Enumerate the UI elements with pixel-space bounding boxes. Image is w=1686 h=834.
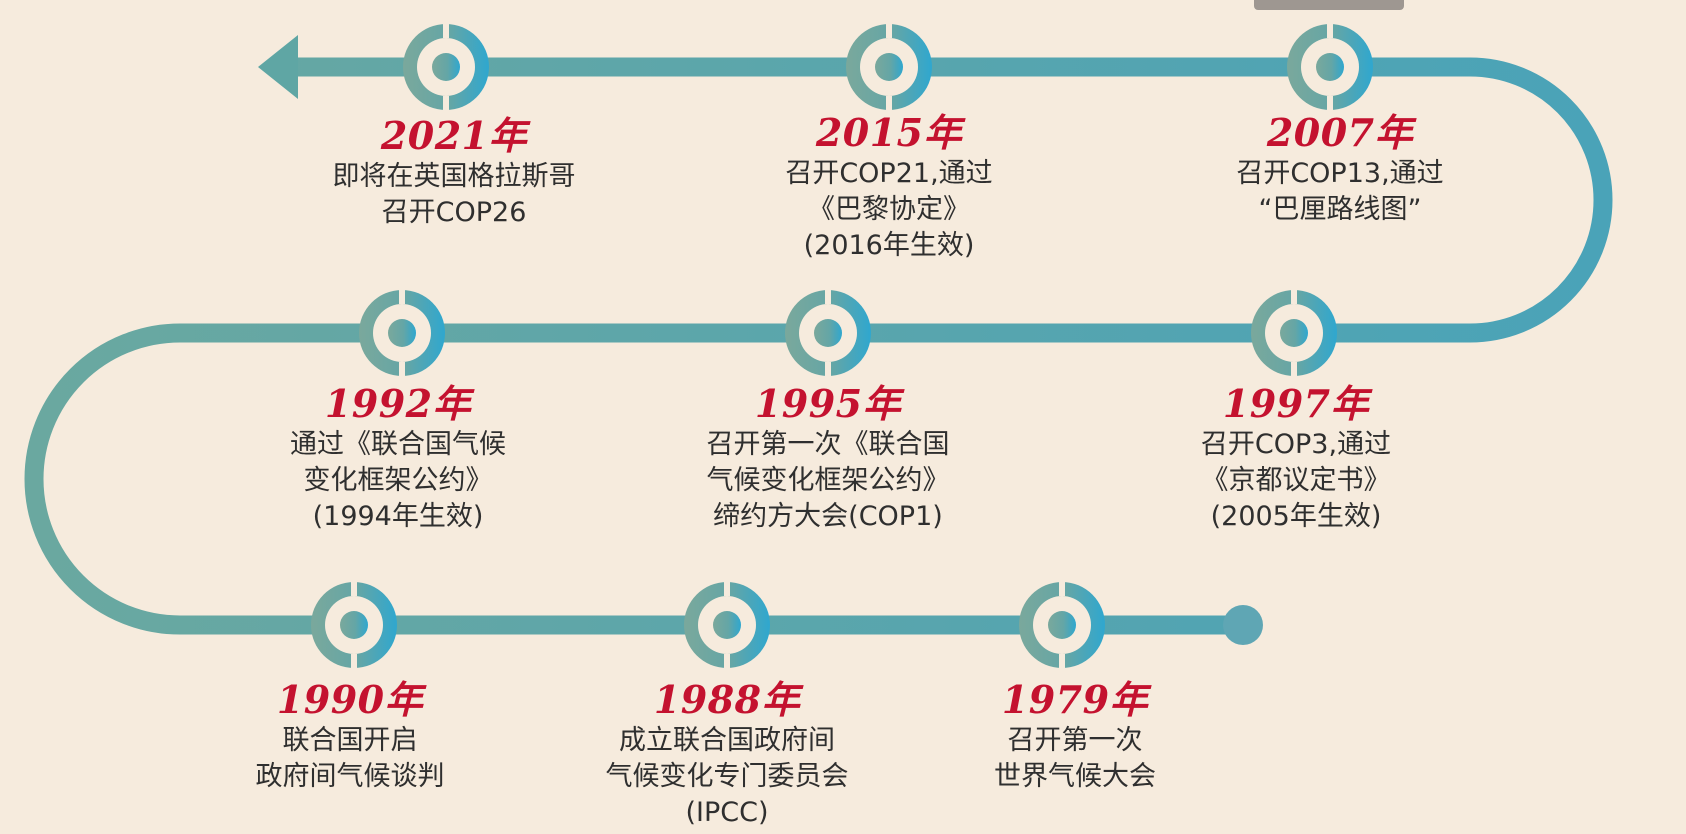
event-year: 1992年	[324, 381, 472, 426]
timeline-marker	[403, 24, 489, 110]
timeline-path	[24, 57, 1613, 635]
event-year: 1990年	[276, 677, 424, 722]
event-description-line: 气候变化专门委员会	[605, 761, 849, 792]
event-year: 1988年	[653, 677, 801, 722]
event-year: 1997年	[1222, 381, 1370, 426]
event-description-line: (2016年生效)	[803, 230, 975, 261]
timeline-marker	[359, 290, 445, 376]
event-description-line: “巴厘路线图”	[1258, 194, 1422, 225]
timeline-event: 2007年召开COP13,通过 “巴厘路线图”	[1170, 110, 1510, 228]
event-description-line: (1994年生效)	[312, 501, 484, 532]
event-description-line: 成立联合国政府间	[619, 725, 835, 756]
event-description-line: (2005年生效)	[1210, 501, 1382, 532]
event-description-line: 召开COP21,通过	[785, 158, 993, 189]
timeline-marker	[311, 582, 397, 668]
timeline-event: 1979年召开第一次世界气候大会	[905, 677, 1245, 795]
event-description-line: 召开COP26	[381, 197, 527, 228]
event-description-line: 《巴黎协定》	[808, 194, 970, 225]
event-description-line: 气候变化框架公约》	[706, 465, 950, 496]
timeline-marker	[785, 290, 871, 376]
arrow-left-icon	[258, 35, 298, 99]
timeline-event: 1992年通过《联合国气候变化框架公约》 (1994年生效)	[228, 381, 568, 535]
event-description-line: 变化框架公约》	[303, 465, 493, 496]
timeline-event: 1995年召开第一次《联合国气候变化框架公约》缔约方大会(COP1)	[658, 381, 998, 535]
timeline-marker	[684, 582, 770, 668]
timeline-marker	[1287, 24, 1373, 110]
event-year: 1979年	[1001, 677, 1149, 722]
event-description-line: 政府间气候谈判	[255, 761, 445, 792]
event-description-line: 召开第一次《联合国	[706, 429, 950, 460]
timeline-event: 1997年召开COP3,通过《京都议定书》 (2005年生效)	[1126, 381, 1466, 535]
event-description-line: 联合国开启	[282, 725, 418, 756]
top-handle-bar	[1254, 0, 1404, 10]
timeline-event: 2015年召开COP21,通过《巴黎协定》 (2016年生效)	[719, 110, 1059, 264]
event-description-line: 召开COP13,通过	[1236, 158, 1444, 189]
event-year: 1995年	[754, 381, 902, 426]
timeline-event: 1988年成立联合国政府间气候变化专门委员会 (IPCC)	[557, 677, 897, 831]
event-description-line: 即将在英国格拉斯哥	[332, 161, 576, 192]
event-description-line: 《京都议定书》	[1201, 465, 1391, 496]
event-description-line: 通过《联合国气候	[290, 429, 506, 460]
event-description-line: 召开COP3,通过	[1200, 429, 1392, 460]
event-year: 2007年	[1266, 110, 1414, 155]
event-description-line: (IPCC)	[685, 797, 769, 828]
event-year: 2015年	[815, 110, 963, 155]
event-description-line: 缔约方大会(COP1)	[713, 501, 943, 532]
timeline-marker	[1251, 290, 1337, 376]
timeline-marker	[1019, 582, 1105, 668]
event-year: 2021年	[380, 113, 528, 158]
timeline-event: 1990年联合国开启政府间气候谈判	[180, 677, 520, 795]
path-start-dot	[1223, 605, 1263, 645]
timeline-event: 2021年即将在英国格拉斯哥召开COP26	[284, 113, 624, 231]
timeline-marker	[846, 24, 932, 110]
event-description-line: 召开第一次	[1007, 725, 1143, 756]
event-description-line: 世界气候大会	[994, 761, 1156, 792]
